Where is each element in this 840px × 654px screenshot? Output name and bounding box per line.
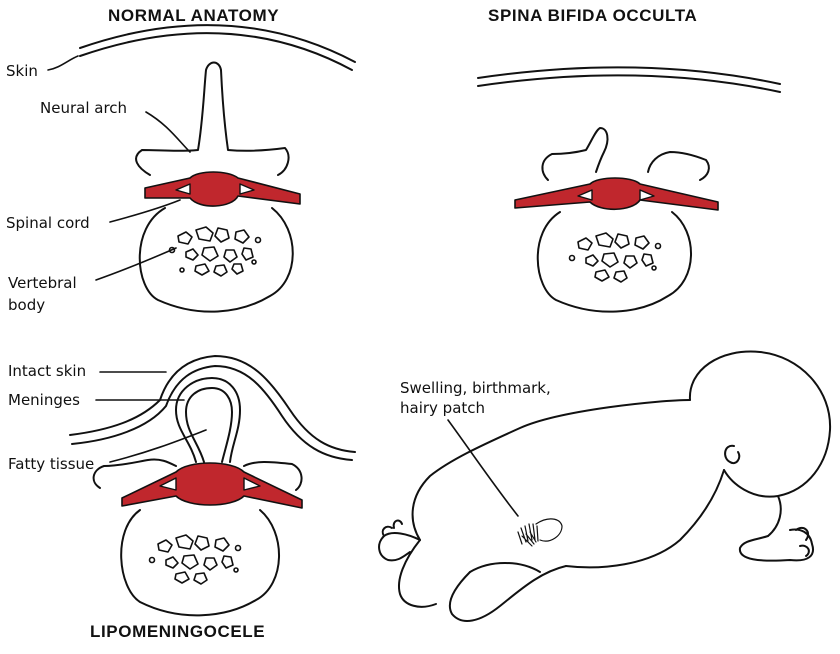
spinal-cord <box>145 172 300 206</box>
label-vertebral-body-line2: body <box>8 296 45 315</box>
bone-holes <box>170 227 261 276</box>
hairy-patch <box>518 519 562 546</box>
baby-groin <box>470 563 540 572</box>
label-fatty-tissue: Fatty tissue <box>8 455 94 474</box>
label-spinal-cord: Spinal cord <box>6 214 90 233</box>
neural-arch <box>136 63 288 176</box>
label-meninges: Meninges <box>8 391 80 410</box>
label-swelling-line1: Swelling, birthmark, <box>400 379 551 398</box>
normal-anatomy-figure <box>48 25 355 312</box>
label-neural-arch: Neural arch <box>40 99 127 118</box>
split-arch-right <box>648 152 709 180</box>
lipomeningocele-figure <box>70 356 355 615</box>
lipo-spinal-cord <box>122 463 302 508</box>
lipo-bone-holes <box>150 535 241 584</box>
lipo-vertebral-body <box>121 510 279 615</box>
split-arch-left <box>542 128 607 180</box>
occulta-spinal-cord <box>515 178 718 210</box>
leader-lines <box>48 56 190 280</box>
occulta-figure <box>478 67 780 311</box>
heading-lipomeningocele: LIPOMENINGOCELE <box>90 622 265 642</box>
skin-layer-inner <box>80 33 352 70</box>
baby-head <box>690 352 830 497</box>
occulta-skin-inner <box>478 75 780 92</box>
label-skin: Skin <box>6 62 38 81</box>
label-swelling-line2: hairy patch <box>400 399 485 418</box>
intact-skin-inner <box>72 366 352 460</box>
heading-normal-anatomy: NORMAL ANATOMY <box>108 6 279 26</box>
label-vertebral-body-line1: Vertebral <box>8 274 77 293</box>
vertebral-body <box>140 208 293 312</box>
baby-belly <box>566 470 724 567</box>
meninges-sac <box>176 378 240 462</box>
baby-ear <box>725 446 739 463</box>
occulta-vertebral-body <box>538 212 691 312</box>
baby-leg <box>399 540 436 607</box>
baby-face <box>768 496 781 536</box>
intact-skin-outline <box>70 356 355 452</box>
occulta-bone-holes <box>570 233 661 282</box>
heading-spina-bifida-occulta: SPINA BIFIDA OCCULTA <box>488 6 697 26</box>
baby-hand <box>796 528 809 556</box>
baby-thigh <box>450 566 566 621</box>
label-intact-skin: Intact skin <box>8 362 86 381</box>
